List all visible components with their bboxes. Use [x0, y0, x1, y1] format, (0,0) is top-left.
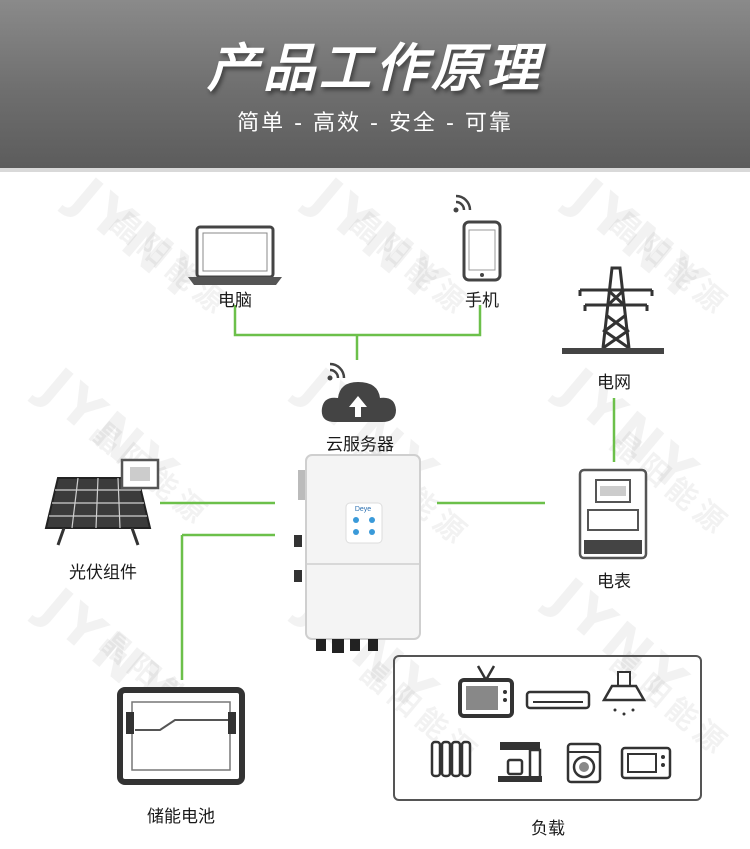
solar-panel-icon [44, 458, 160, 546]
washing-machine-icon [566, 742, 602, 784]
tv-icon [458, 665, 514, 718]
meter-label: 电表 [597, 572, 631, 592]
cloud-label: 云服务器 [326, 435, 394, 455]
inverter-brand: Deye [355, 506, 371, 513]
page-subtitle: 简单 - 高效 - 安全 - 可靠 [237, 111, 513, 136]
electric-meter-icon [578, 468, 648, 560]
air-conditioner-icon [525, 690, 591, 710]
wifi-icon [453, 194, 472, 213]
header-banner: 产品工作原理 简单 - 高效 - 安全 - 可靠 [0, 0, 750, 172]
page-title: 产品工作原理 [206, 39, 543, 99]
ground-line [562, 348, 664, 354]
loads-label: 负载 [531, 819, 565, 839]
oil-heater-icon [430, 740, 472, 778]
wifi-icon [327, 362, 346, 381]
link-laptop-phone [233, 305, 482, 337]
battery-cabinet-icon [117, 687, 245, 785]
laptop-icon [188, 225, 282, 285]
laptop-label: 电脑 [218, 291, 252, 311]
link-battery-inverter [180, 533, 275, 680]
coffee-machine-icon [498, 742, 542, 782]
smartphone-icon [462, 220, 502, 282]
loads-frame [393, 655, 702, 801]
microwave-icon [620, 746, 672, 780]
connection-lines [160, 305, 616, 680]
grid-label: 电网 [597, 373, 631, 393]
inverter-icon [294, 454, 421, 653]
cloud-upload-icon [321, 382, 396, 422]
pv-label: 光伏组件 [69, 563, 137, 583]
range-hood-icon [601, 671, 647, 716]
battery-label: 储能电池 [147, 807, 215, 827]
transmission-tower-icon [578, 266, 654, 350]
phone-label: 手机 [465, 291, 499, 311]
